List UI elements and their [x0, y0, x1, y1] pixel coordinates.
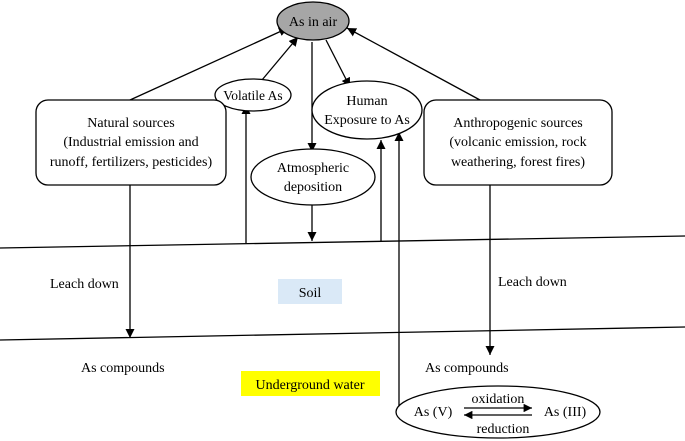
- as-v-label: As (V): [414, 405, 453, 420]
- soil-label: Soil: [299, 286, 322, 301]
- arrow-anthropogenic-to-air: [346, 27, 481, 101]
- redox-node: [395, 385, 601, 439]
- natural-sources-box: [35, 99, 227, 186]
- underground-water-highlight: [241, 371, 380, 396]
- volatile-as-label: Volatile As: [223, 88, 282, 103]
- anthropogenic-sources-line3: weathering, forest fires): [451, 155, 585, 170]
- arrow-natural-to-air: [129, 27, 289, 101]
- soil-highlight: [278, 279, 342, 304]
- anthropogenic-sources-title: Anthropogenic sources: [453, 116, 582, 131]
- ground-surface-line: [0, 235, 685, 249]
- human-exposure-node: [311, 80, 423, 140]
- as-compounds-left-label: As compounds: [81, 361, 165, 376]
- reduction-label: reduction: [477, 422, 530, 437]
- as-iii-label: As (III): [544, 405, 587, 420]
- leach-down-right-label: Leach down: [498, 275, 567, 290]
- atmospheric-deposition-label-line2: deposition: [284, 180, 342, 195]
- natural-sources-line2: (Industrial emission and: [63, 135, 198, 150]
- as-in-air-label: As in air: [289, 15, 338, 30]
- human-exposure-label-line1: Human: [346, 94, 387, 109]
- natural-sources-line3: runoff, fertilizers, pesticides): [50, 155, 213, 170]
- underground-water-label: Underground water: [256, 378, 365, 393]
- as-in-air-node: [276, 1, 350, 41]
- arrow-volatile-to-air: [261, 36, 299, 81]
- arrow-air-to-human: [325, 39, 351, 88]
- volatile-as-node: [214, 78, 292, 112]
- natural-sources-title: Natural sources: [87, 116, 174, 131]
- oxidation-label: oxidation: [472, 392, 525, 407]
- atmospheric-deposition-node: [250, 148, 376, 206]
- leach-down-left-label: Leach down: [50, 277, 119, 292]
- water-table-line: [0, 326, 685, 341]
- anthropogenic-sources-line2: (volcanic emission, rock: [449, 135, 586, 150]
- human-exposure-label-line2: Exposure to As: [324, 113, 410, 128]
- as-compounds-right-label: As compounds: [425, 361, 509, 376]
- atmospheric-deposition-label-line1: Atmospheric: [277, 161, 349, 176]
- anthropogenic-sources-box: [423, 99, 613, 186]
